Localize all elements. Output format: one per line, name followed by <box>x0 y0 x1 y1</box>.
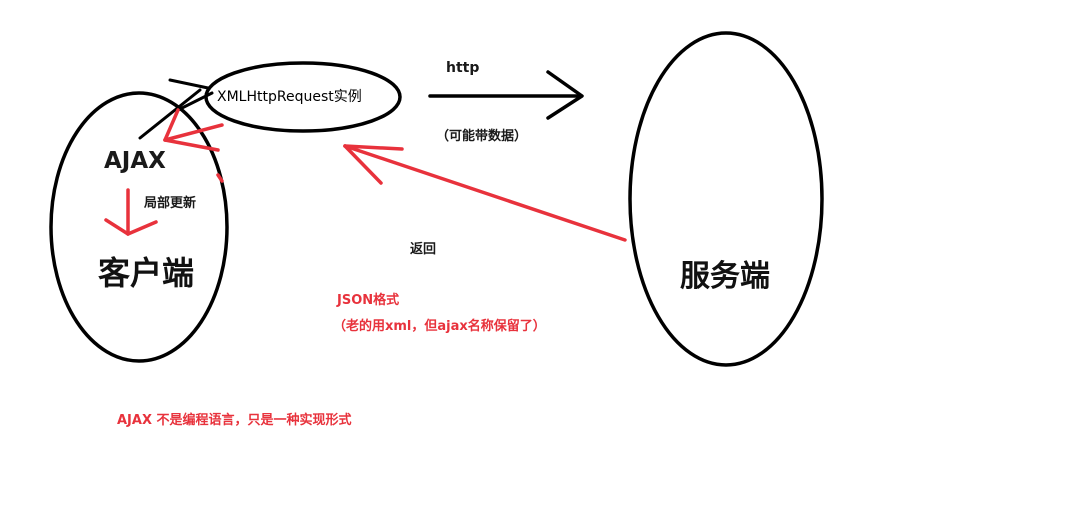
client-ellipse <box>49 91 229 363</box>
xhr-label: XMLHttpRequest实例 <box>217 89 362 105</box>
server-ellipse <box>628 31 824 367</box>
return-label: 返回 <box>410 242 437 257</box>
http-label: http <box>446 60 480 76</box>
ajax-label: AJAX <box>104 148 166 174</box>
client-xhr-connector <box>138 78 214 140</box>
server-title: 服务端 <box>680 259 770 294</box>
client-title: 客户端 <box>98 254 195 292</box>
ajax-footnote: AJAX 不是编程语言，只是一种实现形式 <box>117 413 352 428</box>
json-format-label: JSON格式 <box>337 293 400 308</box>
json-format-note: （老的用xml，但ajax名称保留了） <box>333 319 546 334</box>
return-arrow <box>343 144 627 242</box>
request-arrow <box>428 70 584 120</box>
request-data-note: （可能带数据） <box>436 129 528 144</box>
partial-update-arrow <box>104 188 158 236</box>
partial-update-label: 局部更新 <box>144 196 197 211</box>
xhr-to-client-arrow <box>163 108 224 183</box>
